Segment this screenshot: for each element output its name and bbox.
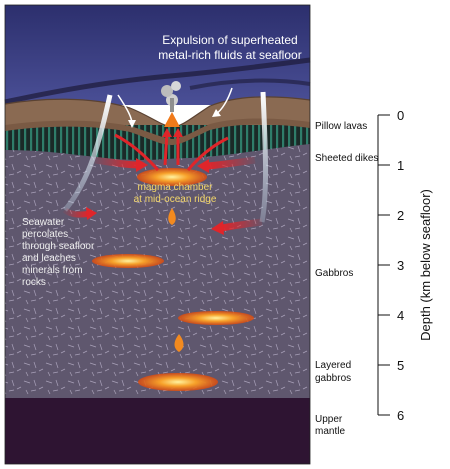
layer-label-gabbros: Gabbros <box>315 268 353 279</box>
depth-tick-label-0: 0 <box>397 108 404 123</box>
seawater-label: Seawater percolates through seafloor and… <box>22 217 95 288</box>
upper-mantle-layer <box>5 398 310 464</box>
depth-tick-label-6: 6 <box>397 408 404 423</box>
layer-label-upper-mantle-2: mantle <box>315 426 345 437</box>
magma-lens <box>178 311 254 325</box>
magma-lens <box>138 373 218 391</box>
recharge-arrow-lower-left-head <box>86 207 97 220</box>
magma-drop <box>168 208 176 225</box>
svg-text:and leaches: and leaches <box>22 253 76 264</box>
title-line-1: Expulsion of superheated <box>162 33 297 47</box>
magma-lens <box>92 254 164 268</box>
smoke-stem <box>170 98 174 112</box>
seawater-inflow-right-head <box>212 109 221 117</box>
depth-ticks <box>378 114 390 416</box>
layer-label-layered-gabbros-1: Layered <box>315 360 351 371</box>
seawater-downflow-left <box>63 94 113 212</box>
magma-lens <box>137 168 207 186</box>
magma-label-line-1: magma chamber <box>137 182 213 193</box>
depth-tick-label-2: 2 <box>397 208 404 223</box>
recharge-arrow-right <box>207 156 256 170</box>
depth-tick-label-5: 5 <box>397 358 404 373</box>
seawater-downflow-right <box>259 91 269 223</box>
recharge-arrow-lower-right-head <box>211 221 224 235</box>
layer-label-layered-gabbros-2: gabbros <box>315 373 351 384</box>
depth-tick-label-4: 4 <box>397 308 404 323</box>
layer-label-pillow-lavas: Pillow lavas <box>315 121 367 132</box>
depth-axis-label: Depth (km below seafloor) <box>418 189 433 341</box>
svg-text:Seawater: Seawater <box>22 217 65 228</box>
depth-tick-label-3: 3 <box>397 258 404 273</box>
gabbro-layer <box>5 144 310 398</box>
diagram-frame <box>4 4 311 465</box>
layer-label-sheeted-dikes: Sheeted dikes <box>315 153 378 164</box>
title-line-2: metal-rich fluids at seafloor <box>158 48 301 62</box>
dark-streaks <box>4 57 311 105</box>
depth-tick-label-1: 1 <box>397 158 404 173</box>
svg-text:percolates: percolates <box>22 229 68 240</box>
smoke-plume <box>171 81 181 91</box>
recharge-arrow-left-head <box>136 158 148 172</box>
svg-text:rocks: rocks <box>22 277 46 288</box>
layer-label-upper-mantle-1: Upper <box>315 414 343 425</box>
upflow-arrows <box>114 132 229 172</box>
magma-drop <box>174 334 184 352</box>
magma-label-line-2: at mid-ocean ridge <box>134 194 217 205</box>
dark-streaks <box>189 78 311 90</box>
pillow-lava-band <box>5 118 310 145</box>
recharge-arrow-right-head <box>197 159 209 173</box>
svg-text:through seafloor: through seafloor <box>22 241 95 252</box>
svg-text:minerals from: minerals from <box>22 265 83 276</box>
recharge-arrow-lower-right <box>221 218 263 232</box>
upflow-arrowheads <box>162 128 183 137</box>
recharge-arrow-left <box>94 156 139 169</box>
seawater-inflow-left-head <box>128 120 136 128</box>
ocean-water <box>5 5 310 105</box>
vent-chimney <box>164 112 180 127</box>
smoke-plume <box>161 85 173 97</box>
